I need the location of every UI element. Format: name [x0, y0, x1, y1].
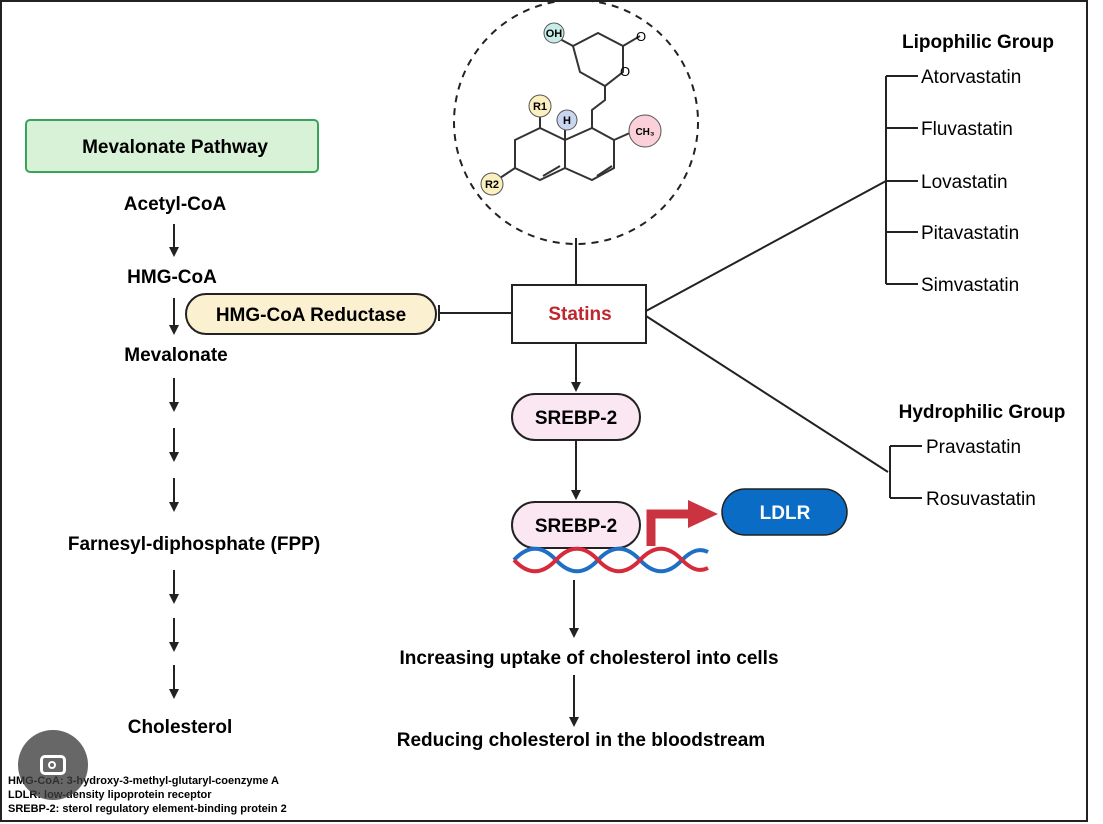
ldlr-pill: [721, 488, 848, 536]
gene-activation-arrow: [646, 509, 690, 546]
statin-molecule-structure: [499, 31, 641, 182]
carbonyl-o-label: O: [636, 29, 646, 44]
oh-label: OH: [546, 28, 563, 40]
ch3-label: CH₃: [635, 127, 654, 138]
hydrophilic-item-rosuvastatin: Rosuvastatin: [926, 489, 1036, 510]
step-fpp: Farnesyl-diphosphate (FPP): [68, 534, 320, 555]
dna-helix: [512, 546, 709, 574]
lipophilic-bracket: [885, 75, 918, 285]
ring-o-label: O: [620, 64, 630, 79]
lipophilic-group-title: Lipophilic Group: [902, 32, 1054, 53]
step-acetyl-coa: Acetyl-CoA: [124, 194, 227, 215]
hydrophilic-group-title: Hydrophilic Group: [899, 402, 1066, 423]
hmg-coa-reductase-pill: [185, 293, 437, 335]
ldlr-label: LDLR: [760, 503, 811, 524]
lipophilic-item-simvastatin: Simvastatin: [921, 275, 1019, 296]
step-cholesterol: Cholesterol: [128, 717, 233, 738]
footnote-srebp2: SREBP-2: sterol regulatory element-bindi…: [8, 803, 287, 815]
ch3-group-circle: [628, 114, 662, 148]
reduce-text: Reducing cholesterol in the bloodstream: [397, 730, 765, 751]
step-hmg-coa: HMG-CoA: [127, 267, 217, 288]
statins-label: Statins: [548, 304, 611, 325]
hydrophilic-item-pravastatin: Pravastatin: [926, 437, 1021, 458]
hydrophilic-bracket: [889, 445, 922, 499]
oh-group-circle: [543, 22, 565, 44]
lipophilic-item-atorvastatin: Atorvastatin: [921, 67, 1021, 88]
lipophilic-item-fluvastatin: Fluvastatin: [921, 119, 1013, 140]
r2-label: R2: [485, 179, 499, 191]
hmg-coa-reductase-label: HMG-CoA Reductase: [216, 305, 406, 326]
connector-to-lipophilic: [645, 180, 887, 312]
lipophilic-item-pitavastatin: Pitavastatin: [921, 223, 1019, 244]
connector-to-hydrophilic: [645, 315, 889, 473]
google-lens-icon[interactable]: [18, 730, 88, 800]
h-group-circle: [556, 109, 578, 131]
step-mevalonate: Mevalonate: [124, 345, 227, 366]
srebp2-label-bottom: SREBP-2: [535, 516, 617, 537]
r2-group-circle: [480, 172, 504, 196]
r1-group-circle: [528, 94, 552, 118]
h-label: H: [563, 115, 571, 127]
mevalonate-pathway-title: Mevalonate Pathway: [82, 137, 268, 158]
camera-glyph-icon: [40, 755, 66, 775]
statins-box: [511, 284, 647, 344]
uptake-text: Increasing uptake of cholesterol into ce…: [399, 648, 778, 669]
r1-label: R1: [533, 101, 547, 113]
srebp2-label-top: SREBP-2: [535, 408, 617, 429]
statin-structure-circle: [453, 0, 699, 245]
mevalonate-pathway-box: [25, 119, 319, 173]
lipophilic-item-lovastatin: Lovastatin: [921, 172, 1008, 193]
gene-activation-arrowhead: [688, 500, 718, 528]
